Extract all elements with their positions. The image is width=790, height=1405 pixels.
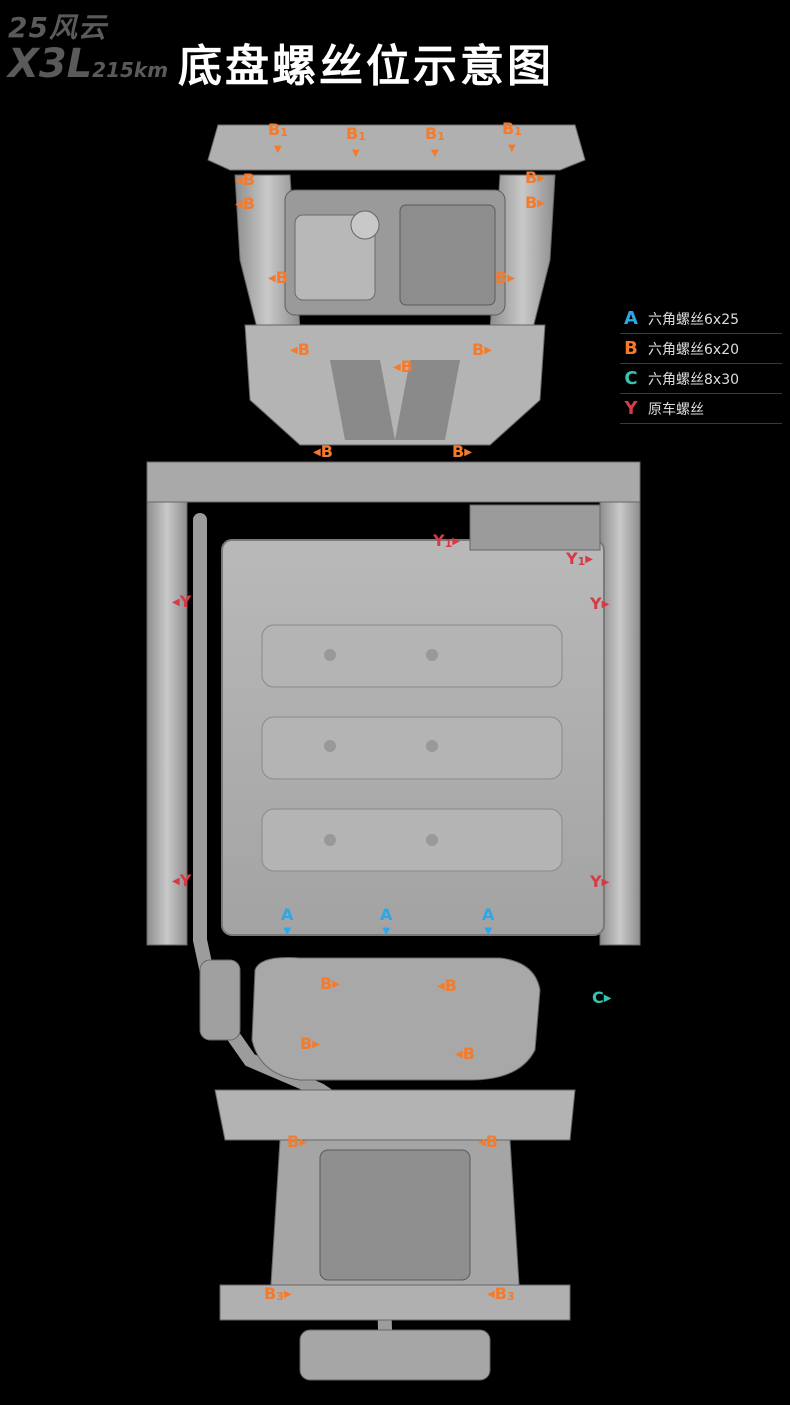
marker-a: A▼ — [281, 905, 294, 937]
marker-b: ◀B — [268, 268, 288, 287]
marker-y: ◀Y — [172, 871, 192, 890]
marker-b: ◀B — [455, 1044, 475, 1063]
marker-b: B▶ — [300, 1034, 320, 1053]
marker-b: B▶ — [472, 340, 492, 359]
legend-item: A 六角螺丝6x25 — [620, 304, 782, 334]
marker-b: ◀B — [478, 1132, 498, 1151]
legend-text: 六角螺丝6x20 — [648, 341, 740, 358]
brand-line1: 25风云 — [8, 11, 107, 44]
marker-b: B▶ — [287, 1132, 307, 1151]
marker-b: ◀B — [393, 357, 413, 376]
marker-b: B▶ — [320, 974, 340, 993]
marker-b: ◀B — [437, 976, 457, 995]
marker-y1: Y1▶ — [433, 531, 460, 551]
marker-a: A▼ — [380, 905, 393, 937]
marker-y1: Y1▶ — [566, 549, 593, 569]
marker-b: ◀B — [235, 170, 255, 189]
marker-b1: B1▼ — [502, 119, 522, 154]
marker-y: Y▶ — [590, 872, 610, 891]
marker-b: ◀B — [235, 194, 255, 213]
marker-b: B▶ — [495, 268, 515, 287]
legend-text: 六角螺丝8x30 — [648, 371, 740, 388]
marker-b3: ◀B3 — [487, 1284, 515, 1304]
marker-b1: B1▼ — [346, 124, 366, 159]
marker-b: B▶ — [525, 168, 545, 187]
marker-b: ◀B — [313, 442, 333, 461]
brand-line2: X3L215km — [8, 41, 169, 87]
legend: A 六角螺丝6x25 B 六角螺丝6x20 C 六角螺丝8x30 Y 原车螺丝 — [620, 304, 782, 424]
page-title: 底盘螺丝位示意图 — [178, 41, 554, 92]
legend-text: 原车螺丝 — [648, 401, 704, 418]
marker-y: Y▶ — [590, 594, 610, 613]
legend-text: 六角螺丝6x25 — [648, 311, 740, 328]
legend-item: B 六角螺丝6x20 — [620, 334, 782, 364]
marker-b1: B1▼ — [425, 124, 445, 159]
legend-letter: Y — [624, 398, 638, 419]
marker-b: B▶ — [525, 193, 545, 212]
legend-letter: C — [624, 368, 638, 389]
marker-b: B▶ — [452, 442, 472, 461]
marker-b1: B1▼ — [268, 120, 288, 155]
marker-a: A▼ — [482, 905, 495, 937]
marker-b: ◀B — [290, 340, 310, 359]
legend-letter: B — [624, 338, 638, 359]
marker-y: ◀Y — [172, 592, 192, 611]
marker-b3: B3▶ — [264, 1284, 292, 1304]
legend-item: Y 原车螺丝 — [620, 394, 782, 424]
legend-item: C 六角螺丝8x30 — [620, 364, 782, 394]
marker-c: C▶ — [592, 988, 612, 1007]
legend-letter: A — [624, 308, 638, 329]
brand-logo: 25风云 X3L215km — [8, 11, 169, 87]
